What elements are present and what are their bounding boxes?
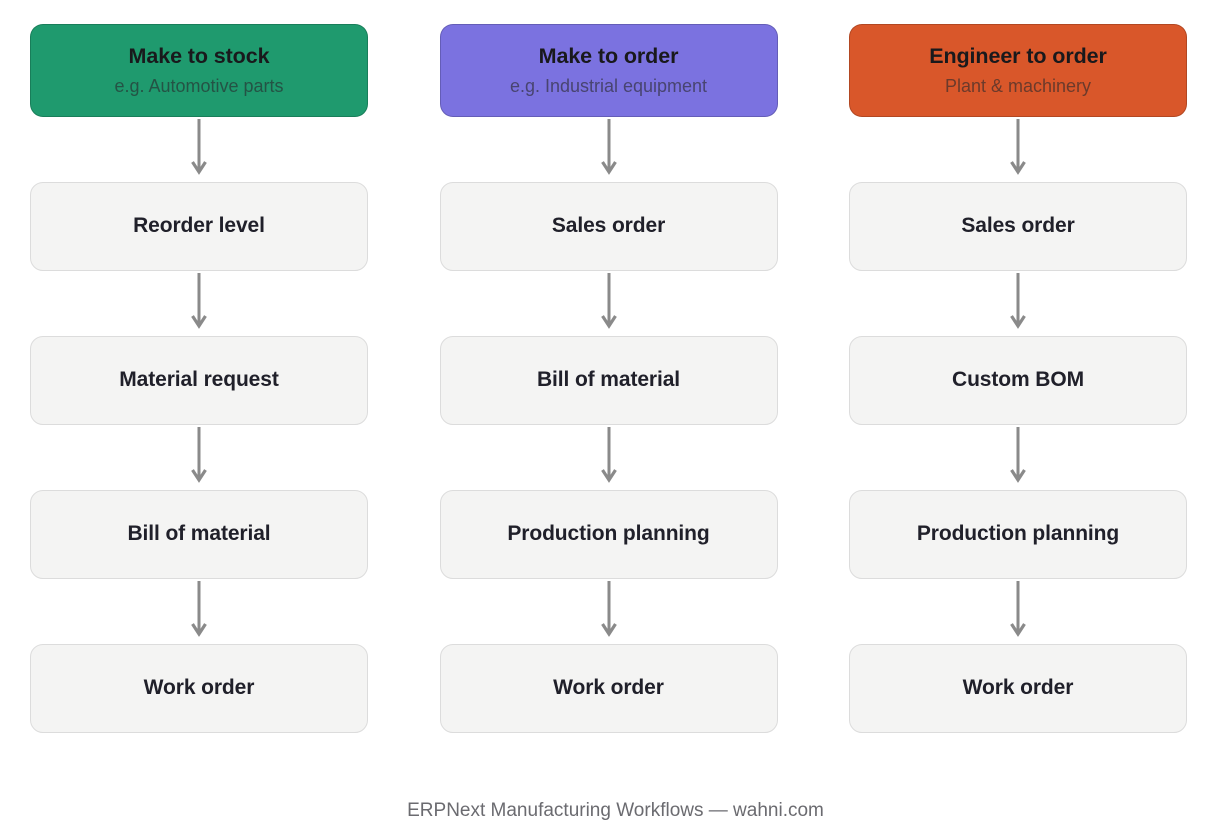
step-label: Work order <box>962 676 1074 700</box>
step-node[interactable]: Bill of material <box>439 336 778 425</box>
arrow-connector <box>849 271 1187 336</box>
step-label: Production planning <box>507 522 710 546</box>
arrow-connector <box>30 117 368 182</box>
workflow-column-engineer-to-order: Engineer to order Plant & machinery Sale… <box>849 24 1187 733</box>
arrow-connector <box>849 117 1187 182</box>
step-label: Bill of material <box>127 522 271 546</box>
step-node[interactable]: Work order <box>849 644 1187 733</box>
step-node[interactable]: Work order <box>30 644 368 733</box>
arrow-connector <box>30 271 368 336</box>
header-node-make-to-order[interactable]: Make to order e.g. Industrial equipment <box>439 24 778 117</box>
arrow-connector <box>30 425 368 490</box>
step-node[interactable]: Material request <box>30 336 368 425</box>
arrow-connector <box>30 579 368 644</box>
step-label: Work order <box>143 676 255 700</box>
workflow-columns: Make to stock e.g. Automotive parts Reor… <box>30 24 1187 733</box>
step-node[interactable]: Sales order <box>849 182 1187 271</box>
header-node-engineer-to-order[interactable]: Engineer to order Plant & machinery <box>849 24 1187 117</box>
header-subtitle: e.g. Automotive parts <box>114 75 284 96</box>
arrow-connector <box>440 271 778 336</box>
step-node[interactable]: Production planning <box>849 490 1187 579</box>
footer-caption: ERPNext Manufacturing Workflows — wahni.… <box>407 800 824 821</box>
step-label: Production planning <box>916 522 1120 546</box>
step-label: Sales order <box>551 214 666 238</box>
step-label: Work order <box>553 676 664 700</box>
header-title: Make to order <box>538 43 679 68</box>
arrow-connector <box>440 117 778 182</box>
step-label: Reorder level <box>133 214 265 238</box>
header-node-make-to-stock[interactable]: Make to stock e.g. Automotive parts <box>30 24 368 117</box>
header-subtitle: Plant & machinery <box>944 75 1092 96</box>
arrow-connector <box>440 579 778 644</box>
step-label: Material request <box>119 368 279 392</box>
workflow-column-make-to-stock: Make to stock e.g. Automotive parts Reor… <box>30 24 368 733</box>
header-subtitle: e.g. Industrial equipment <box>509 75 708 96</box>
step-node[interactable]: Reorder level <box>30 182 368 271</box>
header-title: Engineer to order <box>929 43 1107 68</box>
step-node[interactable]: Bill of material <box>30 490 368 579</box>
step-label: Sales order <box>961 214 1075 238</box>
step-label: Bill of material <box>536 368 681 392</box>
arrow-connector <box>849 579 1187 644</box>
step-node[interactable]: Work order <box>439 644 778 733</box>
arrow-connector <box>849 425 1187 490</box>
header-title: Make to stock <box>128 43 270 68</box>
step-node[interactable]: Custom BOM <box>849 336 1187 425</box>
workflow-column-make-to-order: Make to order e.g. Industrial equipment … <box>439 24 778 733</box>
step-node[interactable]: Production planning <box>439 490 778 579</box>
arrow-connector <box>440 425 778 490</box>
step-label: Custom BOM <box>952 368 1084 392</box>
diagram-footer: ERPNext Manufacturing Workflows — wahni.… <box>0 800 1231 822</box>
step-node[interactable]: Sales order <box>439 182 778 271</box>
